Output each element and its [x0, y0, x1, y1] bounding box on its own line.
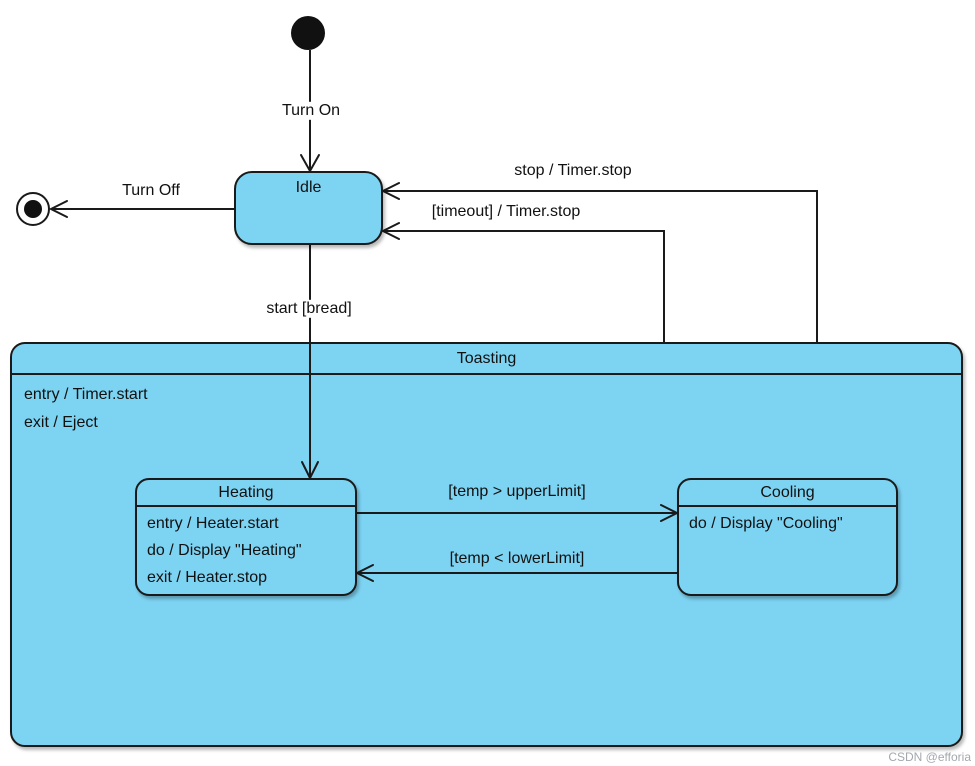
- state-cooling-actions: do / Display "Cooling": [679, 507, 896, 537]
- edge-timeout: [385, 230, 665, 343]
- edge-turn-off-arrowhead: [48, 200, 68, 218]
- edge-stop-arrowhead: [380, 182, 400, 200]
- edge-timeout-arrowhead: [380, 222, 400, 240]
- transition-label-temp-lower: [temp < lowerLimit]: [449, 549, 585, 567]
- edge-turn-on-arrowhead: [300, 154, 320, 174]
- toasting-exit-action: exit / Eject: [24, 414, 98, 431]
- state-cooling-title: Cooling: [679, 480, 896, 507]
- state-toasting-title: Toasting: [12, 344, 961, 375]
- watermark-text: CSDN @efforia: [888, 750, 971, 764]
- final-state-outer-circle: [16, 192, 50, 226]
- final-state-inner-dot: [24, 200, 42, 218]
- state-heating-title: Heating: [137, 480, 355, 507]
- heating-do-action: do / Display "Heating": [147, 542, 302, 559]
- transition-label-temp-upper: [temp > upperLimit]: [448, 482, 586, 500]
- state-idle-title: Idle: [295, 179, 322, 196]
- cooling-do-action: do / Display "Cooling": [689, 515, 843, 532]
- state-heating-actions: entry / Heater.start do / Display "Heati…: [137, 507, 355, 591]
- heating-exit-action: exit / Heater.stop: [147, 569, 268, 586]
- heating-entry-action: entry / Heater.start: [147, 515, 279, 532]
- toasting-entry-action: entry / Timer.start: [24, 386, 148, 403]
- transition-label-turn-on: Turn On: [278, 101, 344, 121]
- state-toasting-actions: entry / Timer.start exit / Eject: [12, 375, 961, 437]
- state-heating: Heating entry / Heater.start do / Displa…: [135, 478, 357, 596]
- transition-label-start-bread: start [bread]: [263, 299, 355, 319]
- transition-label-timeout: [timeout] / Timer.stop: [431, 202, 581, 220]
- state-idle: Idle: [234, 171, 383, 245]
- transition-label-stop: stop / Timer.stop: [514, 161, 632, 179]
- transition-label-turn-off: Turn Off: [122, 181, 180, 199]
- initial-state-node: [291, 16, 325, 50]
- state-cooling: Cooling do / Display "Cooling": [677, 478, 898, 596]
